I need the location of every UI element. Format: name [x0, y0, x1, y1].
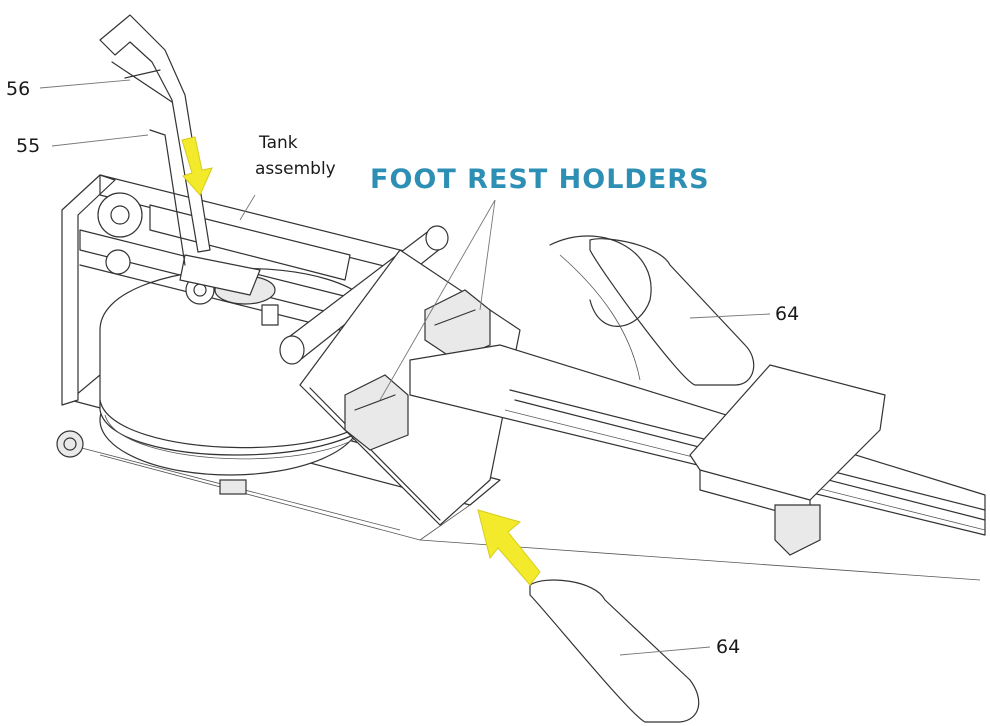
tank-label-line2: assembly [255, 159, 336, 179]
foot-rest-holders-heading: FOOT REST HOLDERS [370, 164, 710, 195]
part-number-56: 56 [6, 78, 31, 100]
yellow-arrow-icon [477, 509, 541, 586]
handle [99, 14, 211, 266]
foot-rest-holder-left [344, 374, 409, 451]
part-number-64-lower: 64 [716, 636, 741, 658]
tank-assembly-label: Tank assembly [255, 130, 336, 182]
part-number-64-upper: 64 [775, 303, 800, 325]
leader-lines [39, 79, 771, 656]
foot-rest-lower [529, 579, 700, 723]
tank-label-line1: Tank [259, 133, 298, 153]
foot-rest-holder-right [424, 289, 491, 361]
front-wheel [56, 430, 84, 458]
foot-rest-upper [549, 235, 755, 386]
part-number-55: 55 [16, 135, 41, 157]
water-tank [99, 267, 381, 495]
seat [689, 364, 886, 556]
yellow-arrow-icon [181, 136, 213, 196]
